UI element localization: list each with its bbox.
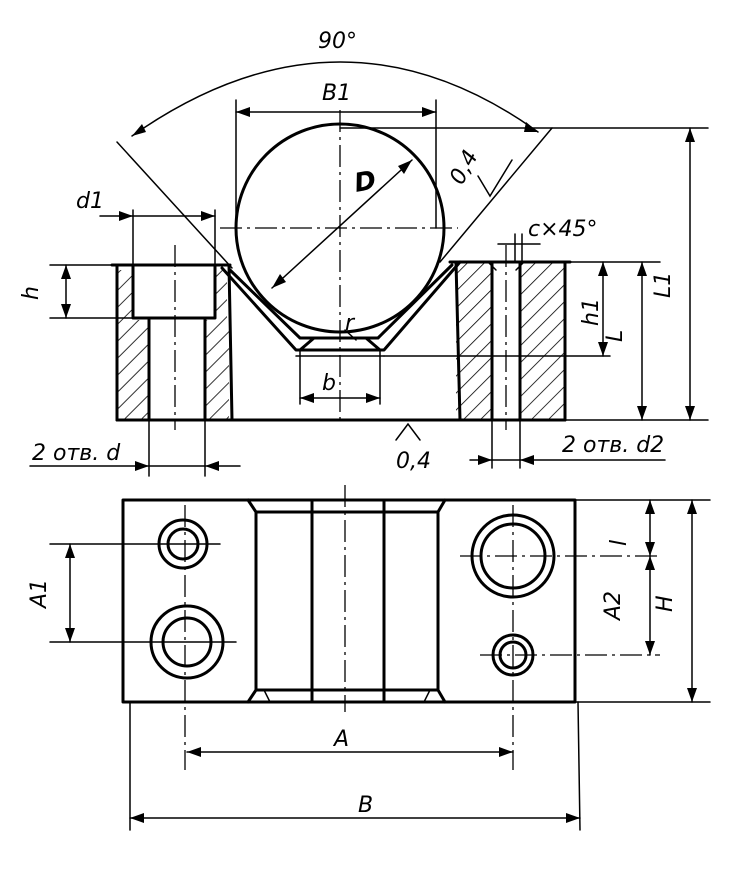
v-flank-extension-right <box>439 127 553 263</box>
label-h-height: H <box>653 595 678 612</box>
label-d1: d1 <box>76 189 104 214</box>
b-dimension <box>299 349 381 405</box>
label-h: h <box>19 286 44 300</box>
label-holes-d: 2 отв. d <box>32 441 121 466</box>
v-flank-extension-left <box>116 141 233 269</box>
front-view <box>29 61 709 477</box>
label-angle: 90° <box>318 29 357 54</box>
a2-dimension <box>645 555 655 656</box>
a1-dimension <box>65 543 75 643</box>
label-roughness-top: 0,4 <box>445 146 484 189</box>
h-height-dimension <box>687 499 697 703</box>
label-a1: A1 <box>27 579 52 610</box>
roughness-symbol-bottom <box>395 422 421 441</box>
label-diameter: D <box>352 166 378 199</box>
chamfer-leader <box>497 233 541 263</box>
holes-d-dimension <box>29 419 241 477</box>
h1-dimension <box>598 261 608 357</box>
top-view-outline <box>121 498 577 704</box>
b-width-dimension <box>129 701 581 831</box>
holes-d2-dimension <box>469 419 666 469</box>
label-l1: L1 <box>651 272 676 298</box>
label-holes-d2: 2 отв. d2 <box>562 433 664 458</box>
roughness-symbol-top <box>477 159 513 198</box>
l1-dimension <box>685 127 695 421</box>
label-b: b <box>322 371 336 396</box>
left-hatched-section <box>117 270 229 420</box>
h-dimension <box>49 264 134 319</box>
dimension-labels: 90° B1 D 0,4 c×45° d1 h h1 L L1 r b 0,4 … <box>19 29 678 818</box>
diameter-dimension <box>271 159 413 289</box>
label-l-height: L <box>603 330 628 342</box>
label-a: A <box>332 727 349 752</box>
label-r: r <box>345 311 356 336</box>
label-h1: h1 <box>579 298 604 326</box>
groove-channel <box>246 498 447 704</box>
label-b-width: B <box>358 793 373 818</box>
label-a2: A2 <box>601 591 626 622</box>
angle-dimension <box>131 61 539 137</box>
label-chamfer: c×45° <box>528 217 598 242</box>
d1-dimension <box>99 209 216 266</box>
right-hatched-section <box>456 262 565 420</box>
b1-dimension <box>235 99 437 229</box>
l-small-dimension <box>645 499 655 557</box>
label-b1: B1 <box>322 81 351 106</box>
label-l-small: l <box>607 540 632 546</box>
l-dimension <box>637 261 647 421</box>
block-body-outline <box>110 260 572 422</box>
radius-leader <box>344 329 357 341</box>
a-dimension <box>186 747 514 757</box>
v-groove <box>220 260 462 357</box>
top-view <box>49 485 711 831</box>
label-roughness-bottom: 0,4 <box>396 449 431 474</box>
